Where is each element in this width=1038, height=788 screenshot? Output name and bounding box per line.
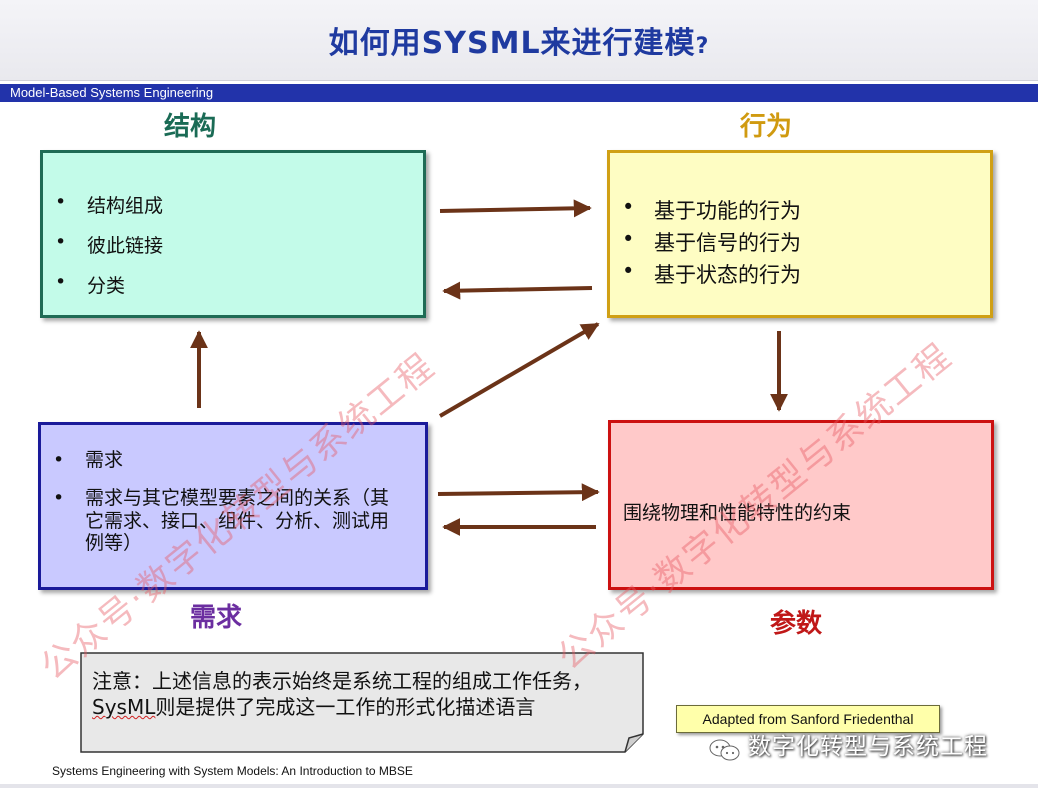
list-item: 结构组成 [43,191,163,218]
list-item: 需求与其它模型要素之间的关系（其它需求、接口、组件、分析、测试用例等） [41,487,421,555]
attribution-label: Adapted from Sanford Friedenthal [676,705,940,733]
heading-structure: 结构 [164,112,217,142]
note-callout: 注意：上述信息的表示始终是系统工程的组成工作任务， SysML则是提供了完成这一… [80,652,644,753]
requirements-box: 需求 需求与其它模型要素之间的关系（其它需求、接口、组件、分析、测试用例等） [38,422,428,590]
list-item: 基于状态的行为 [610,259,801,289]
page-title: 如何用SYSML来进行建模? [328,26,710,61]
subtitle: Model-Based Systems Engineering [10,85,214,100]
note-shape [80,652,644,753]
arrow-requirements-to-parametrics [437,483,600,502]
brand-label: 数字化转型与系统工程 [748,734,988,760]
parametrics-box: 围绕物理和性能特性的约束 [608,420,994,590]
heading-requirements: 需求 [190,603,243,633]
structure-list: 结构组成 彼此链接 分类 [43,191,163,311]
note-line-2: SysML则是提供了完成这一工作的形式化描述语言 [92,695,536,719]
arrow-behavior-to-structure [442,281,593,300]
structure-box: 结构组成 彼此链接 分类 [40,150,426,318]
subtitle-bar: Model-Based Systems Engineering [0,84,1038,102]
title-bar: 如何用SYSML来进行建模? [0,0,1038,81]
sysml-term: SysML [92,695,156,719]
behavior-box: 基于功能的行为 基于信号的行为 基于状态的行为 [607,150,993,318]
behavior-list: 基于功能的行为 基于信号的行为 基于状态的行为 [610,195,801,291]
parametrics-text: 围绕物理和性能特性的约束 [623,502,852,524]
list-item: 分类 [43,271,163,298]
note-line-1: 注意：上述信息的表示始终是系统工程的组成工作任务， [92,669,592,693]
list-item: 基于信号的行为 [610,227,801,257]
heading-parametrics: 参数 [770,609,823,639]
arrow-structure-to-behavior [439,199,592,218]
list-item: 基于功能的行为 [610,195,801,225]
heading-behavior: 行为 [740,112,793,142]
arrow-requirements-to-behavior [438,322,600,418]
bottom-rule [0,784,1038,788]
requirements-list: 需求 需求与其它模型要素之间的关系（其它需求、接口、组件、分析、测试用例等） [41,449,421,570]
note-text: 注意：上述信息的表示始终是系统工程的组成工作任务， SysML则是提供了完成这一… [92,668,632,720]
footer-source: Systems Engineering with System Models: … [52,764,413,778]
list-item: 彼此链接 [43,231,163,258]
wechat-icon [709,739,740,761]
list-item: 需求 [41,449,421,472]
